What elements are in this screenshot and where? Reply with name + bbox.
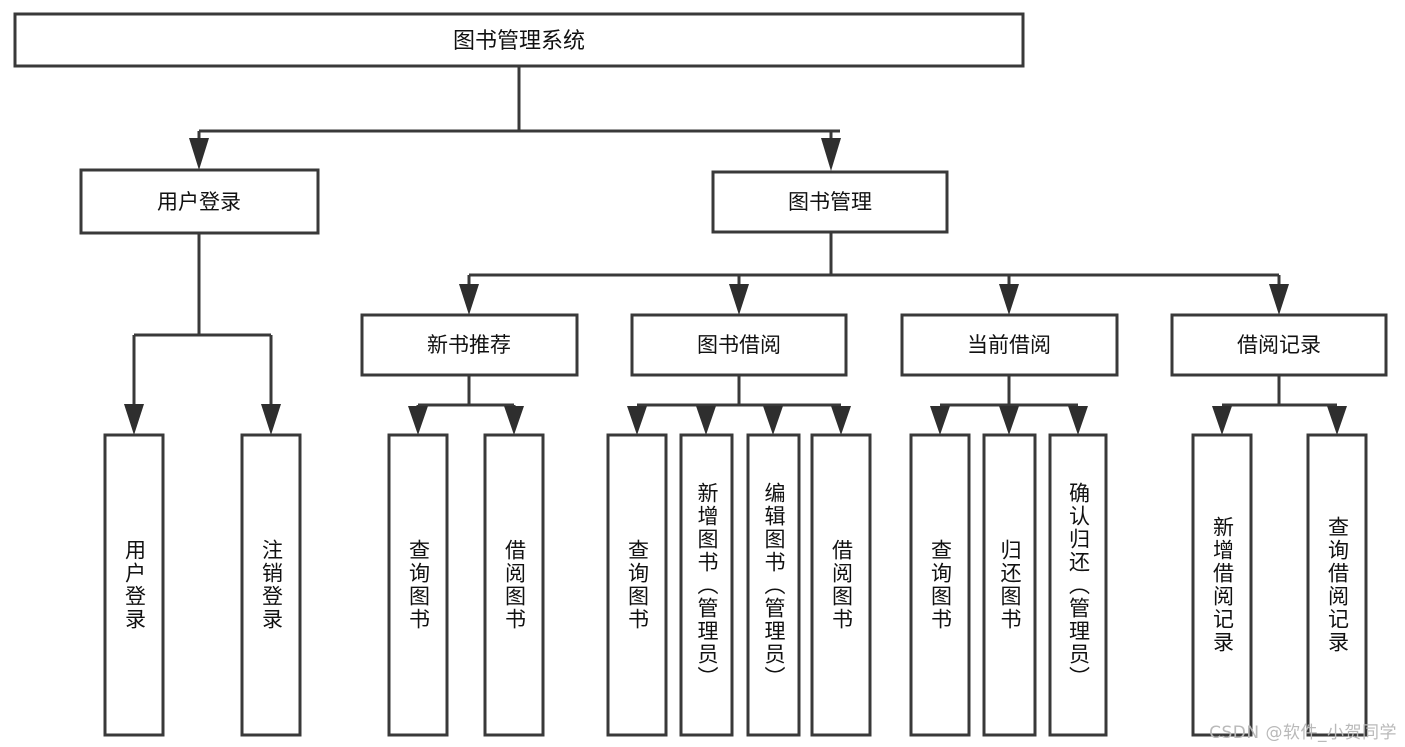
node-root-label: 图书管理系统 [453,29,585,54]
connector-group-borrow-record [1212,375,1347,435]
arrow-head-bookborrow-leaf-2 [696,406,716,435]
connector-group-new-book [408,375,524,435]
node-book-borrow-label: 图书借阅 [697,333,781,357]
arrow-head-currentborrow-leaf-3 [1068,406,1088,435]
connector-group-current-borrow [930,375,1088,435]
leaf-box-current-borrow-1[interactable] [909,433,971,737]
arrow-head-bookborrow-leaf-3 [763,406,783,435]
arrow-head-borrowrecord-leaf-1 [1212,406,1232,435]
leaf-box-new-book-2[interactable] [483,433,545,737]
arrow-head-borrowrecord-leaf-2 [1327,406,1347,435]
node-user-login-box[interactable] [79,168,320,235]
arrow-head-book-manage [821,138,841,171]
leaf-box-current-borrow-3[interactable] [1048,433,1108,737]
arrow-head-user-leaf-2 [261,404,281,435]
arrow-head-user-login [189,138,209,170]
connector-group-root [189,66,841,171]
leaf-box-book-borrow-1[interactable] [606,433,668,737]
node-book-manage-box[interactable] [711,170,949,234]
arrow-head-currentborrow-leaf-1 [930,406,950,435]
leaf-box-user-login-1[interactable] [103,433,165,737]
arrow-head-bookborrow-leaf-4 [831,406,851,435]
arrow-head-newbook-leaf-2 [504,406,524,435]
node-new-book-box[interactable] [360,313,579,377]
leaf-box-book-borrow-2[interactable] [679,433,734,737]
arrow-head-current-borrow [999,284,1019,315]
connector-group-book-borrow [627,375,851,435]
leaf-box-borrow-record-1[interactable] [1191,433,1253,737]
connector-group-book-manage [459,232,1289,315]
leaf-box-book-borrow-4[interactable] [810,433,872,737]
node-current-borrow-label: 当前借阅 [967,333,1051,357]
node-borrow-record-label: 借阅记录 [1237,333,1321,357]
node-current-borrow-box[interactable] [900,313,1119,377]
leaf-box-new-book-1[interactable] [387,433,449,737]
arrow-head-new-book [459,284,479,315]
arrow-head-newbook-leaf-1 [408,406,428,435]
node-borrow-record-box[interactable] [1170,313,1388,377]
node-book-manage-label: 图书管理 [788,190,872,214]
csdn-watermark: CSDN @软件_小贺同学 [1209,723,1397,743]
arrow-head-user-leaf-1 [124,404,144,435]
leaf-box-book-borrow-3[interactable] [746,433,801,737]
leaf-box-borrow-record-2[interactable] [1306,433,1368,737]
arrow-head-borrow-record [1269,284,1289,315]
leaf-box-current-borrow-2[interactable] [982,433,1037,737]
arrow-head-book-borrow [729,284,749,315]
arrow-head-bookborrow-leaf-1 [627,406,647,435]
node-root-box[interactable] [13,12,1025,68]
node-new-book-label: 新书推荐 [427,333,511,357]
node-user-login-label: 用户登录 [157,190,241,214]
connector-group-user-login [124,233,281,435]
node-book-borrow-box[interactable] [630,313,848,377]
leaf-box-user-login-2[interactable] [240,433,302,737]
arrow-head-currentborrow-leaf-2 [999,406,1019,435]
